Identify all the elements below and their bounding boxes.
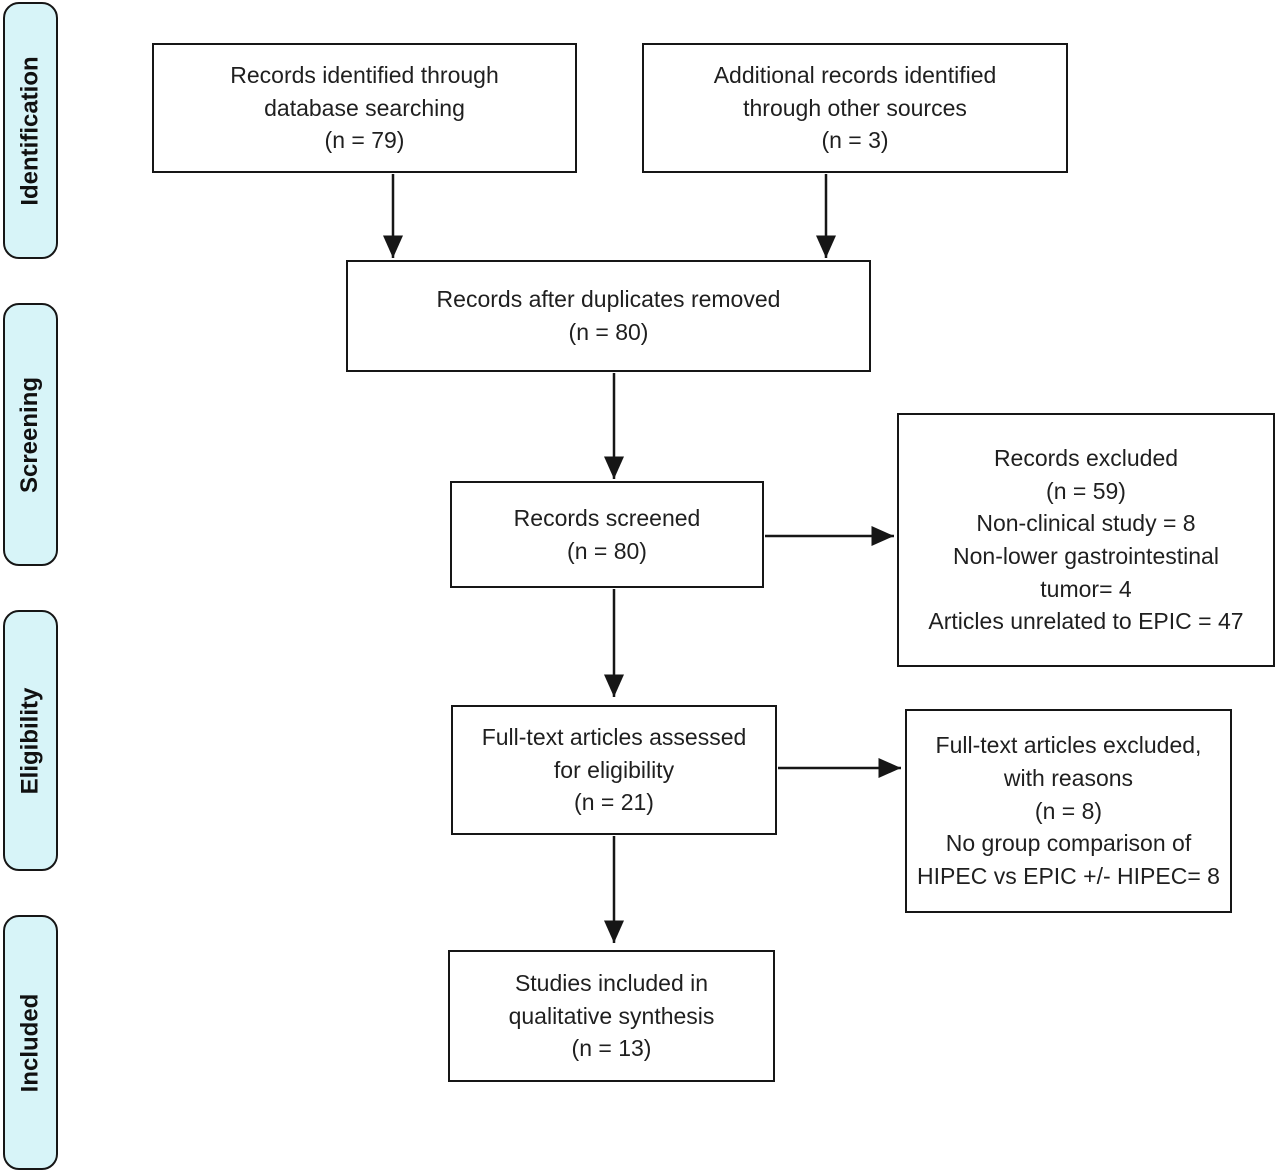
box-records-identified: Records identified through database sear… xyxy=(152,43,577,173)
box-records-screened: Records screened (n = 80) xyxy=(450,481,764,588)
stage-label-eligibility-text: Eligibility xyxy=(16,687,44,794)
stage-label-eligibility: Eligibility xyxy=(3,610,58,871)
box-fulltext-excluded: Full-text articles excluded, with reason… xyxy=(905,709,1232,913)
box-duplicates-removed: Records after duplicates removed (n = 80… xyxy=(346,260,871,372)
box-fulltext-assessed: Full-text articles assessed for eligibil… xyxy=(451,705,777,835)
box-additional-records: Additional records identified through ot… xyxy=(642,43,1068,173)
stage-label-screening: Screening xyxy=(3,303,58,566)
stage-label-identification-text: Identification xyxy=(16,55,44,206)
stage-label-identification: Identification xyxy=(3,2,58,259)
stage-label-screening-text: Screening xyxy=(16,376,44,493)
box-records-excluded: Records excluded (n = 59) Non-clinical s… xyxy=(897,413,1275,667)
stage-label-included: Included xyxy=(3,915,58,1170)
stage-label-included-text: Included xyxy=(16,993,44,1092)
box-studies-included: Studies included in qualitative synthesi… xyxy=(448,950,775,1082)
